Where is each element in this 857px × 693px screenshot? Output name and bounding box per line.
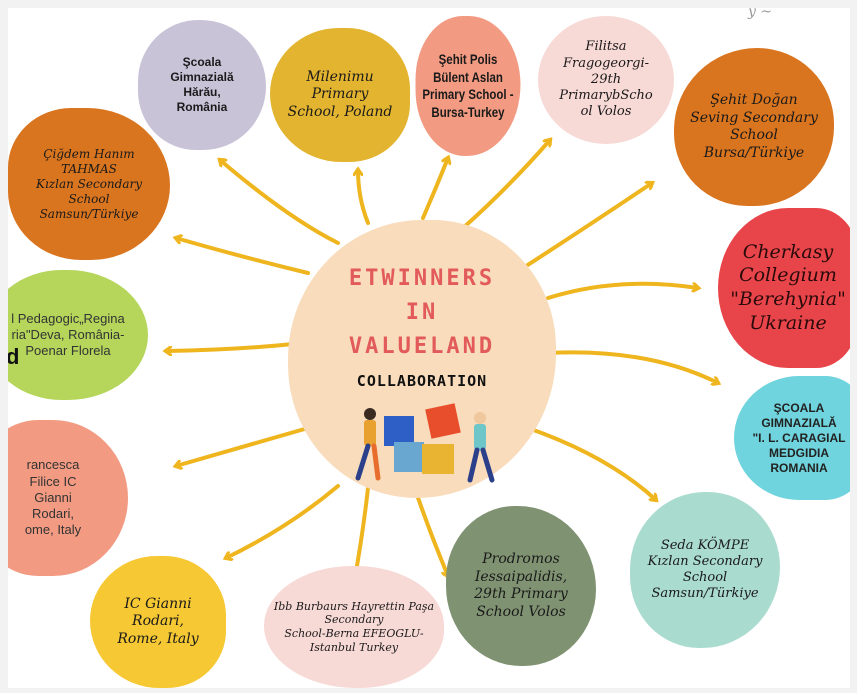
arrow-cigdem	[176, 238, 310, 275]
arrow-seda	[526, 426, 656, 500]
collaboration-label: COLLABORATION	[356, 372, 488, 390]
arrow-cherkasy	[546, 281, 698, 300]
partner-cigdem: Çiğdem Hanım TAHMAS Kızlan Secondary Sch…	[8, 108, 170, 260]
puzzle-people-illustration	[355, 403, 495, 483]
partner-harau: Şcoala Gimnazială Hărău, România	[138, 20, 266, 150]
partner-filice: rancesca Filice IC Gianni Rodari, ome, I…	[8, 420, 128, 576]
left-edge-fragment: d	[8, 344, 20, 369]
partner-bursa-dogan: Şehit Doğan Seving Secondary School Burs…	[674, 48, 834, 206]
title-line-3: VALUELAND	[348, 334, 496, 359]
title-line-2: IN	[405, 300, 439, 325]
partner-deva: l Pedagogic„Regina ria"Deva, România- Po…	[8, 270, 148, 400]
partner-rodari: IC Gianni Rodari, Rome, Italy	[90, 556, 226, 688]
partner-volos-filitsa: Filitsa Fragogeorgi- 29th PrimarybScho o…	[538, 16, 674, 144]
arrow-medgidia	[546, 350, 718, 383]
arrow-filice	[176, 426, 310, 466]
mind-map-canvas: ETWINNERS IN VALUELAND COLLABORATION Şco…	[8, 8, 850, 688]
arrow-harau	[220, 160, 340, 245]
partner-milenium: Milenimu Primary School, Poland	[270, 28, 410, 162]
arrow-milenium	[358, 170, 370, 225]
partner-prodromos: Prodromos Iessaipalidis, 29th Primary Sc…	[446, 506, 596, 666]
arrow-bursa-polis	[421, 158, 448, 220]
title-line-1: ETWINNERS	[348, 266, 496, 291]
arrow-deva	[166, 341, 305, 351]
partner-istanbul: Ibb Burbaurs Hayrettin Paşa Secondary Sc…	[264, 566, 444, 688]
partner-cherkasy: Cherkasy Collegium "Berehynia" Ukraine	[718, 208, 850, 368]
partner-medgidia: ŞCOALA GIMNAZIALĂ "I. L. CARAGIAL MEDGID…	[734, 376, 850, 500]
arrow-rodari	[226, 484, 340, 558]
partner-bursa-polis: Şehit Polis Bülent Aslan Primary School …	[415, 16, 521, 156]
arrow-volos	[461, 140, 550, 230]
central-bubble: ETWINNERS IN VALUELAND COLLABORATION	[288, 220, 556, 498]
top-corner-fragment: y ~	[748, 8, 773, 20]
arrow-bursa-dogan	[518, 183, 652, 272]
partner-seda: Seda KÖMPE Kızlan Secondary School Samsu…	[630, 492, 780, 648]
